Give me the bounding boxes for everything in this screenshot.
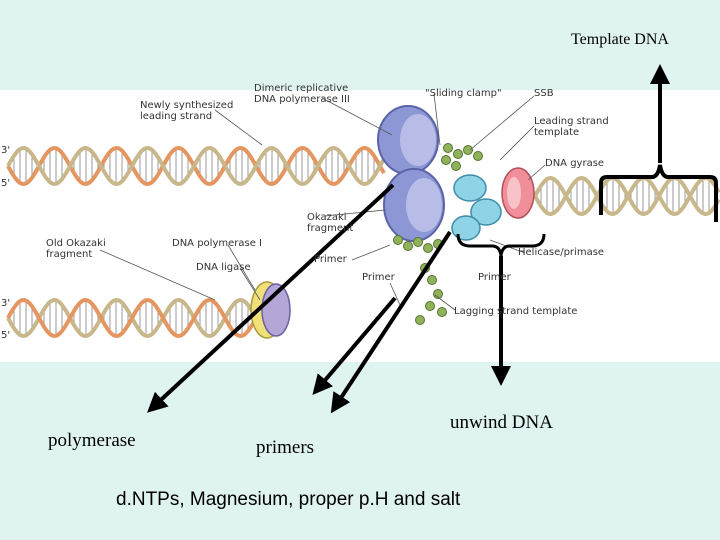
figure-pointers	[99, 93, 546, 311]
ssb-bead	[433, 289, 443, 299]
primer-label-2: Primer	[362, 272, 395, 283]
old-okazaki-line1: Old Okazaki	[46, 238, 106, 249]
ssb-bead	[423, 243, 433, 253]
figure-panel	[0, 90, 720, 362]
primer2-text: Primer	[362, 272, 395, 283]
ssb-bead	[403, 241, 413, 251]
primer-label-1: Primer	[314, 254, 347, 265]
parental-helix	[533, 175, 720, 217]
sliding-clamp-label: "Sliding clamp"	[425, 88, 502, 99]
ssb-bead	[425, 301, 435, 311]
leading-helix	[6, 145, 386, 187]
five2-text: 5'	[1, 330, 11, 341]
backbone-strand	[533, 175, 720, 217]
leading-template-line1: Leading strand	[534, 116, 609, 127]
ligase-text: DNA ligase	[196, 262, 251, 273]
ssb-bead	[453, 149, 463, 159]
dna-helices	[6, 145, 720, 339]
lagging-helix	[6, 297, 256, 339]
dimeric-pol-label: Dimeric replicative DNA polymerase III	[254, 83, 350, 105]
pol1-label: DNA polymerase I	[172, 238, 262, 249]
primer-arrow-2	[330, 230, 452, 414]
ssb-bead	[441, 155, 451, 165]
newly-synthesized-label: Newly synthesized leading strand	[140, 100, 233, 122]
primer-label-3: Primer	[478, 272, 511, 283]
okazaki-line1: Okazaki	[307, 212, 347, 223]
three2-text: 3'	[1, 298, 11, 309]
primer3-text: Primer	[478, 272, 511, 283]
ssb-label: SSB	[534, 88, 554, 99]
okazaki-label: Okazaki fragment	[307, 212, 353, 234]
helicase-text: Helicase/primase	[518, 247, 605, 258]
lagging-text: Lagging strand template	[454, 306, 578, 317]
lagging-label: Lagging strand template	[454, 306, 577, 317]
ssb-bead	[415, 315, 425, 325]
ssb-bead	[451, 161, 461, 171]
newly-synth-line1: Newly synthesized	[140, 100, 234, 111]
annotation-arrows	[147, 64, 670, 414]
ligase-label: DNA ligase	[196, 262, 251, 273]
dna-gyrase	[501, 167, 535, 219]
ssb-bead	[437, 307, 447, 317]
dna-gyrase-text: DNA gyrase	[545, 158, 605, 169]
primers-label: primers	[256, 437, 315, 458]
three1-text: 3'	[1, 145, 11, 156]
dimeric-pol-line2: DNA polymerase III	[254, 94, 350, 105]
unwind-dna-label: unwind DNA	[450, 412, 553, 433]
pol1-text: DNA polymerase I	[172, 238, 262, 249]
backbone-strand	[6, 297, 256, 339]
ssb-bead	[393, 235, 403, 245]
strand-end-5-bottom: 5'	[1, 330, 10, 341]
helicase-label: Helicase/primase	[518, 247, 604, 258]
template-dna-label: Template DNA	[571, 31, 669, 48]
newly-synth-line2: leading strand	[140, 111, 213, 122]
five1-text: 5'	[1, 178, 11, 189]
requirements-label: d.NTPs, Magnesium, proper p.H and salt	[116, 489, 461, 510]
backbone-strand	[6, 145, 386, 187]
strand-end-5-top: 3'	[1, 145, 10, 156]
leading-template-label: Leading strand template	[534, 116, 609, 138]
ssb-bead	[413, 237, 423, 247]
strand-end-3-top: 5'	[1, 178, 10, 189]
leading-template-line2: template	[534, 127, 580, 138]
polymerase-arrow	[147, 183, 395, 413]
polymerase-label: polymerase	[48, 430, 136, 451]
ssb-bead	[473, 151, 483, 161]
old-okazaki-line2: fragment	[46, 249, 93, 260]
primer-arrow-1	[312, 296, 397, 396]
ssb-bead	[443, 143, 453, 153]
template-dna-bracket	[599, 164, 718, 222]
primer1-text: Primer	[314, 254, 347, 265]
ssb-text: SSB	[534, 88, 554, 99]
dimeric-pol-line1: Dimeric replicative	[254, 83, 349, 94]
sliding-clamp-text: "Sliding clamp"	[425, 88, 502, 99]
okazaki-line2: fragment	[307, 223, 354, 234]
dna-gyrase-label: DNA gyrase	[545, 158, 604, 169]
strand-end-3-bottom: 3'	[1, 298, 10, 309]
old-okazaki-label: Old Okazaki fragment	[46, 238, 106, 260]
ssb-bead	[463, 145, 473, 155]
ssb-bead	[427, 275, 437, 285]
